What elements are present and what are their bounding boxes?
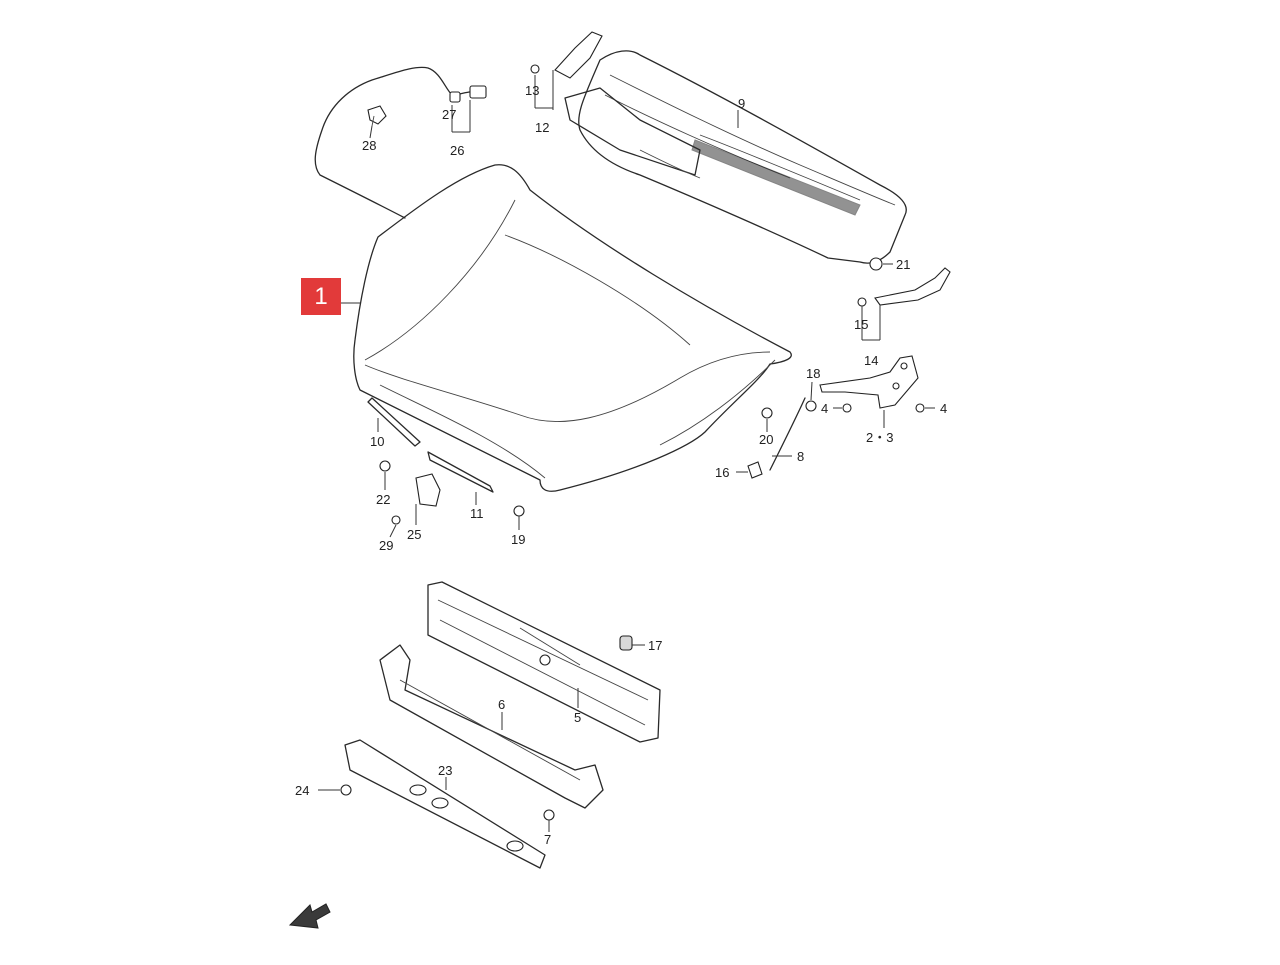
label-part-25[interactable]: 25 — [407, 527, 422, 542]
label-part-17[interactable]: 17 — [648, 638, 663, 653]
seal-strips — [367, 397, 494, 493]
hood-panel — [353, 164, 792, 492]
label-part-20[interactable]: 20 — [759, 432, 774, 447]
crossmember-6 — [379, 644, 604, 809]
hood-release-cable — [314, 66, 487, 219]
label-part-9[interactable]: 9 — [738, 96, 746, 111]
label-part-4-left[interactable]: 4 — [821, 401, 829, 416]
label-part-16[interactable]: 16 — [715, 465, 730, 480]
front-direction-arrow-icon — [288, 903, 331, 929]
label-part-21[interactable]: 21 — [896, 257, 911, 272]
hood-prop-rod — [747, 397, 806, 479]
label-part-2-3[interactable]: 2・3 — [866, 430, 894, 445]
label-part-22[interactable]: 22 — [376, 492, 391, 507]
label-part-23[interactable]: 23 — [438, 763, 453, 778]
label-part-12[interactable]: 12 — [535, 120, 550, 135]
label-part-18[interactable]: 18 — [806, 366, 821, 381]
label-part-4-right[interactable]: 4 — [940, 401, 948, 416]
hood-hinge — [819, 355, 919, 409]
bracket-14 — [857, 267, 951, 307]
label-part-6[interactable]: 6 — [498, 697, 506, 712]
label-part-26[interactable]: 26 — [450, 143, 465, 158]
label-part-13[interactable]: 13 — [525, 83, 540, 98]
label-part-11[interactable]: 11 — [470, 506, 484, 521]
fasteners — [379, 400, 925, 525]
screw-21 — [869, 257, 883, 271]
label-part-8[interactable]: 8 — [797, 449, 805, 464]
bolts — [340, 784, 555, 821]
radiator-support-upper — [427, 581, 661, 743]
bracket-12 — [530, 31, 603, 79]
label-part-10[interactable]: 10 — [370, 434, 385, 449]
label-part-27[interactable]: 27 — [442, 107, 457, 122]
label-part-28[interactable]: 28 — [362, 138, 377, 153]
latch-25 — [415, 473, 441, 507]
label-part-24[interactable]: 24 — [295, 783, 310, 798]
crossmember-23 — [344, 739, 546, 869]
callout-part-1[interactable]: 1 — [301, 278, 341, 315]
label-part-19[interactable]: 19 — [511, 532, 526, 547]
label-part-7[interactable]: 7 — [544, 832, 552, 847]
leader-lines — [318, 70, 935, 832]
label-part-5[interactable]: 5 — [574, 710, 582, 725]
clip-28 — [367, 105, 387, 127]
bumper-stop-17 — [619, 635, 633, 651]
label-part-14[interactable]: 14 — [864, 353, 879, 368]
label-part-15[interactable]: 15 — [854, 317, 869, 332]
label-part-29[interactable]: 29 — [379, 538, 394, 553]
cowl-panel — [564, 50, 907, 264]
